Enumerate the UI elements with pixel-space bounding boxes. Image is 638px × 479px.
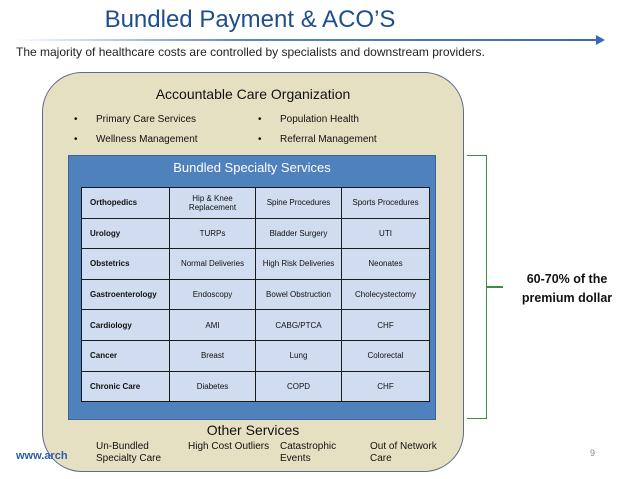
service-cell: Cholecystectomy: [341, 278, 430, 311]
table-row: Cancer Breast Lung Colorectal: [81, 339, 430, 372]
service-cell: Endoscopy: [169, 278, 256, 311]
specialty-cell: Cardiology: [81, 309, 170, 341]
service-cell: Normal Deliveries: [169, 248, 256, 280]
premium-callout: 60-70% of the premium dollar: [504, 270, 630, 308]
specialty-cell: Chronic Care: [81, 370, 170, 403]
service-cell: Spine Procedures: [255, 187, 342, 219]
service-cell: Lung: [255, 339, 342, 372]
service-cell: CABG/PTCA: [255, 309, 342, 341]
service-cell: CHF: [341, 370, 430, 403]
bundled-services-table: Orthopedics Hip & Knee Replacement Spine…: [81, 187, 430, 403]
page-number: 9: [590, 448, 596, 458]
website-link[interactable]: www.arch: [16, 450, 68, 462]
aco-item-label: Population Health: [280, 114, 359, 125]
table-row: Gastroenterology Endoscopy Bowel Obstruc…: [81, 278, 430, 311]
table-row: Cardiology AMI CABG/PTCA CHF: [81, 309, 430, 341]
service-cell: Hip & Knee Replacement: [169, 187, 256, 219]
bullet-icon: •: [258, 134, 262, 145]
service-cell: Bladder Surgery: [255, 217, 342, 250]
bundled-services-title: Bundled Specialty Services: [173, 160, 331, 175]
bracket: [467, 155, 487, 419]
specialty-cell: Obstetrics: [81, 248, 170, 280]
bullet-icon: •: [74, 114, 78, 125]
title-underline: [12, 39, 600, 41]
bracket-pointer: [487, 286, 503, 288]
service-cell: Colorectal: [341, 339, 430, 372]
aco-item-referral: • Referral Management: [258, 134, 377, 145]
table-row: Obstetrics Normal Deliveries High Risk D…: [81, 248, 430, 280]
aco-item-population-health: • Population Health: [258, 114, 359, 125]
other-item-catastrophic: Catastrophic Events: [280, 441, 337, 464]
aco-title: Accountable Care Organization: [155, 86, 351, 102]
aco-item-label: Referral Management: [280, 134, 377, 145]
service-cell: AMI: [169, 309, 256, 341]
callout-line: premium dollar: [521, 291, 613, 305]
aco-item-wellness: • Wellness Management: [74, 134, 198, 145]
service-cell: Breast: [169, 339, 256, 372]
aco-item-label: Wellness Management: [96, 134, 198, 145]
service-cell: CHF: [341, 309, 430, 341]
aco-item-label: Primary Care Services: [96, 114, 197, 125]
service-cell: Diabetes: [169, 370, 256, 403]
bullet-icon: •: [74, 134, 78, 145]
aco-item-primary-care: • Primary Care Services: [74, 114, 196, 125]
callout-line: 60-70% of the: [526, 272, 608, 286]
service-cell: COPD: [255, 370, 342, 403]
table-row: Orthopedics Hip & Knee Replacement Spine…: [81, 187, 430, 219]
title-arrow-icon: [596, 35, 605, 45]
other-item-unbundled: Un-Bundled Specialty Care: [96, 441, 162, 464]
service-cell: UTI: [341, 217, 430, 250]
slide-subtitle: The majority of healthcare costs are con…: [16, 45, 485, 59]
service-cell: Neonates: [341, 248, 430, 280]
other-item-out-of-network: Out of Network Care: [370, 441, 437, 464]
other-services-title: Other Services: [206, 422, 300, 438]
table-row: Urology TURPs Bladder Surgery UTI: [81, 217, 430, 250]
specialty-cell: Orthopedics: [81, 187, 170, 219]
slide-title: Bundled Payment & ACO’S: [104, 6, 396, 33]
bullet-icon: •: [258, 114, 262, 125]
service-cell: High Risk Deliveries: [255, 248, 342, 280]
service-cell: Bowel Obstruction: [255, 278, 342, 311]
specialty-cell: Gastroenterology: [81, 278, 170, 311]
specialty-cell: Cancer: [81, 339, 170, 372]
service-cell: TURPs: [169, 217, 256, 250]
other-item-outliers: High Cost Outliers: [188, 441, 270, 452]
table-row: Chronic Care Diabetes COPD CHF: [81, 370, 430, 403]
service-cell: Sports Procedures: [341, 187, 430, 219]
specialty-cell: Urology: [81, 217, 170, 250]
